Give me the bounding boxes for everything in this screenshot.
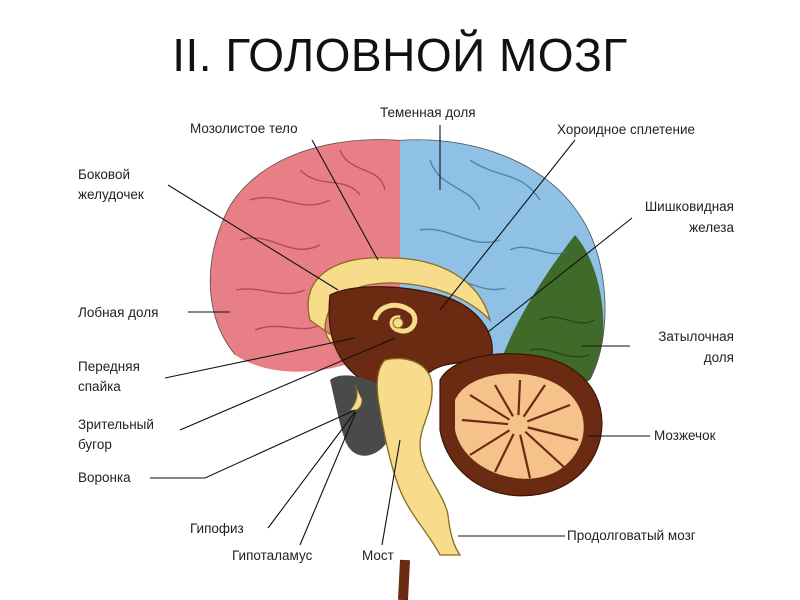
- leader-hypothalamus: [299, 411, 357, 546]
- label-occipital-2: доля: [703, 350, 734, 365]
- label-pineal-2: железа: [689, 220, 734, 235]
- label-anterior-commissure-1: Передняя: [78, 359, 140, 374]
- label-choroid-plexus: Хороидное сплетение: [557, 122, 696, 137]
- brainstem: [376, 357, 462, 556]
- leader-pons: [381, 439, 401, 546]
- label-parietal-lobe: Теменная доля: [380, 105, 476, 120]
- leader-choroid-plexus: [439, 139, 576, 311]
- label-infundibulum: Воронка: [78, 470, 131, 485]
- leader-corpus-callosum: [311, 139, 379, 261]
- label-thalamus-2: бугор: [78, 437, 112, 452]
- leader-anterior-commissure: [164, 337, 356, 379]
- label-thalamus-1: Зрительный: [78, 417, 154, 432]
- label-corpus-callosum: Мозолистое тело: [190, 121, 298, 136]
- label-lateral-ventricle-1: Боковой: [78, 167, 131, 182]
- leader-thalamus: [179, 337, 396, 431]
- label-frontal-lobe: Лобная доля: [78, 305, 159, 320]
- label-pons: Мост: [362, 548, 394, 563]
- leader-lateral-ventricle: [167, 184, 339, 291]
- cerebellum: [439, 353, 603, 497]
- label-lateral-ventricle-2: желудочек: [78, 187, 144, 202]
- label-anterior-commissure-2: спайка: [78, 379, 121, 394]
- label-pituitary: Гипофиз: [190, 521, 244, 536]
- occipital-lobe-region: [498, 235, 604, 390]
- label-pineal-1: Шишковидная: [644, 199, 734, 214]
- infundibulum: [349, 384, 363, 411]
- page-title: II. ГОЛОВНОЙ МОЗГ: [172, 29, 628, 81]
- leader-pineal: [487, 217, 633, 333]
- leader-infundibulum: [150, 409, 356, 479]
- label-cerebellum: Мозжечок: [654, 428, 716, 443]
- leader-pituitary: [267, 411, 356, 529]
- label-hypothalamus: Гипоталамус: [232, 548, 313, 563]
- leader-lines: [150, 125, 650, 546]
- label-medulla: Продолговатый мозг: [567, 528, 696, 543]
- label-occipital-1: Затылочная: [658, 329, 734, 344]
